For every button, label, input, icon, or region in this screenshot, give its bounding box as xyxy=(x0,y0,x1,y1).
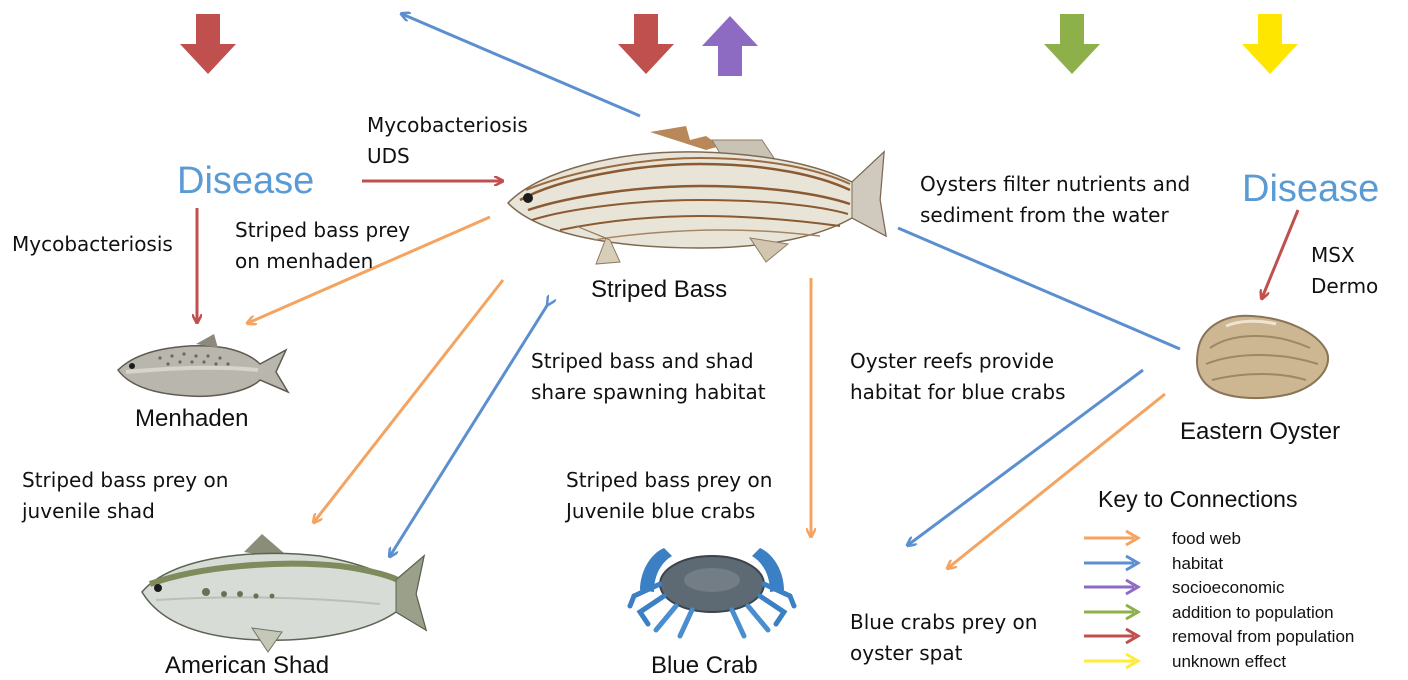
disease-heading-right: Disease xyxy=(1242,168,1379,211)
key-item: habitat xyxy=(1082,552,1408,576)
label-mycobacteriosis-left: Mycobacteriosis xyxy=(12,229,173,260)
key-item: unknown effect xyxy=(1082,650,1408,674)
key-item-label: addition to population xyxy=(1172,603,1334,623)
label-share-habitat: Striped bass and shad share spawning hab… xyxy=(531,346,766,408)
label-msx-dermo: MSX Dermo xyxy=(1311,240,1378,302)
key-item: removal from population xyxy=(1082,625,1408,649)
label-oysters-filter: Oysters filter nutrients and sediment fr… xyxy=(920,169,1190,231)
key-item-label: habitat xyxy=(1172,554,1223,574)
blue-crab-image xyxy=(630,548,794,636)
key-item-label: socioeconomic xyxy=(1172,578,1284,598)
key-title: Key to Connections xyxy=(1098,486,1297,513)
menhaden-label: Menhaden xyxy=(135,405,248,433)
key-item-label: removal from population xyxy=(1172,627,1354,647)
label-oyster-reefs: Oyster reefs provide habitat for blue cr… xyxy=(850,346,1066,408)
label-crabs-prey-spat: Blue crabs prey on oyster spat xyxy=(850,607,1037,669)
label-prey-shad: Striped bass prey on juvenile shad xyxy=(22,465,228,527)
eastern-oyster-label: Eastern Oyster xyxy=(1180,418,1340,446)
key-arrow-icon xyxy=(1082,625,1144,647)
key-arrow-icon xyxy=(1082,601,1144,623)
key-arrow-icon xyxy=(1082,527,1144,549)
blue-crab-label: Blue Crab xyxy=(651,652,758,680)
eastern-oyster-image xyxy=(1197,316,1328,398)
key-item: socioeconomic xyxy=(1082,576,1408,600)
key-arrow-icon xyxy=(1082,650,1144,672)
key-arrow-icon xyxy=(1082,576,1144,598)
disease-heading-left: Disease xyxy=(177,160,314,203)
key-item-label: food web xyxy=(1172,529,1241,549)
menhaden-image xyxy=(118,334,288,396)
key-item: addition to population xyxy=(1082,601,1408,625)
label-prey-crabs: Striped bass prey on Juvenile blue crabs xyxy=(566,465,772,527)
american-shad-label: American Shad xyxy=(165,652,329,680)
label-prey-menhaden: Striped bass prey on menhaden xyxy=(235,215,410,277)
striped-bass-label: Striped Bass xyxy=(591,276,727,304)
key-item: food web xyxy=(1082,527,1408,551)
key-item-label: unknown effect xyxy=(1172,652,1286,672)
striped-bass-image xyxy=(508,126,886,264)
key-arrow-icon xyxy=(1082,552,1144,574)
american-shad-image xyxy=(142,534,426,652)
label-mycobacteriosis-uds: Mycobacteriosis UDS xyxy=(367,110,528,172)
